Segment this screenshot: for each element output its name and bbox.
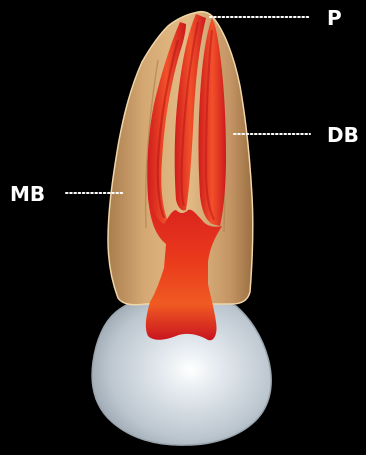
- label-db-group: DB: [234, 123, 359, 147]
- label-db: DB: [327, 123, 359, 147]
- label-mb-group: MB: [10, 182, 124, 206]
- label-mb: MB: [10, 182, 45, 206]
- label-p-group: P: [210, 6, 342, 30]
- label-p: P: [327, 6, 342, 30]
